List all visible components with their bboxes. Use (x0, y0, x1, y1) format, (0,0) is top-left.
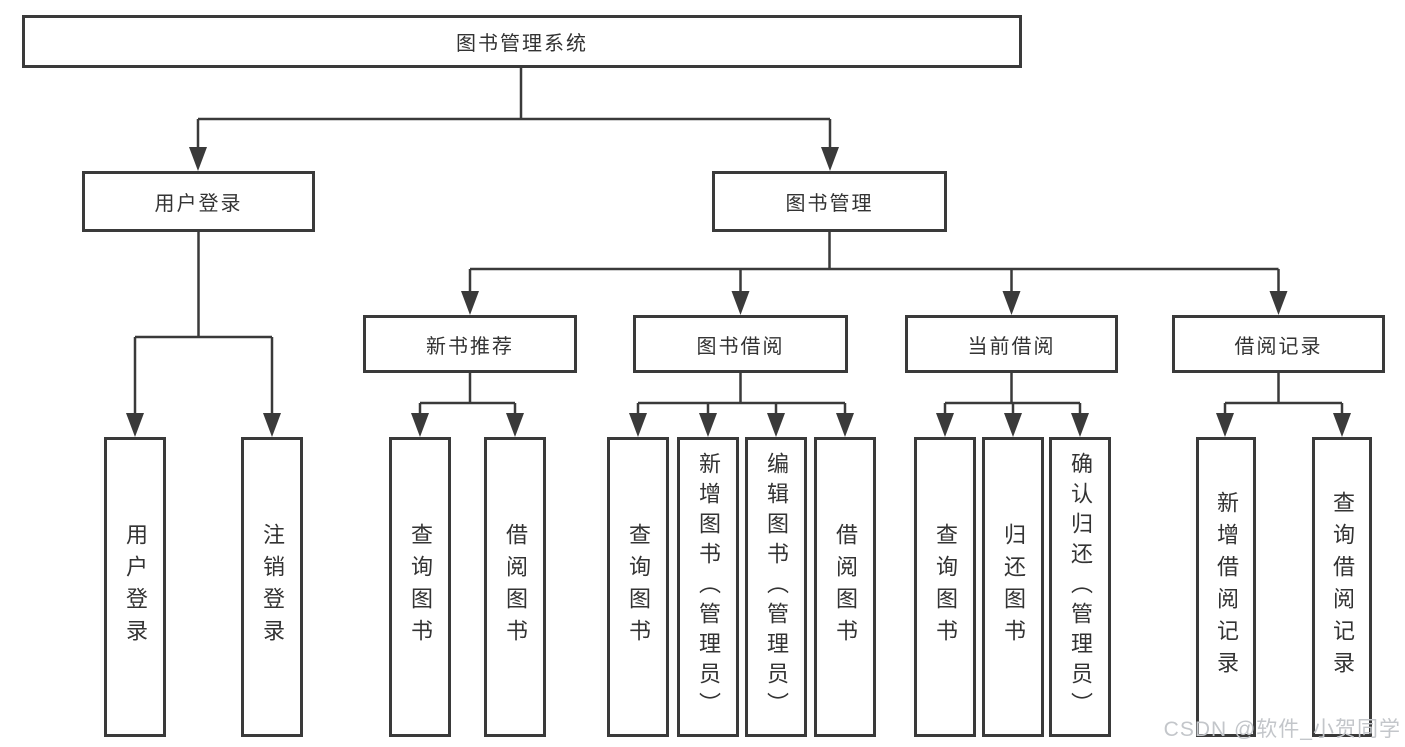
csdn-watermark: CSDN @软件_小贺同学 (1163, 718, 1401, 741)
node-user-login: 用户登录 (82, 171, 315, 232)
leaf-query-book-rec-label: 查询图书 (408, 523, 433, 651)
node-borrow-records: 借阅记录 (1172, 315, 1385, 373)
leaf-query-book-current-label: 查询图书 (933, 523, 958, 651)
leaf-return-book-label: 归还图书 (1001, 523, 1026, 651)
leaf-query-book-borrow: 查询图书 (607, 437, 669, 737)
leaf-user-login: 用户登录 (104, 437, 166, 737)
leaf-add-borrow-record-label: 新增借阅记录 (1214, 491, 1239, 683)
node-root-label: 图书管理系统 (456, 33, 588, 55)
leaf-borrow-book-rec: 借阅图书 (484, 437, 546, 737)
node-book-mgmt: 图书管理 (712, 171, 947, 232)
leaf-borrow-book-borrow-label: 借阅图书 (833, 523, 858, 651)
leaf-query-book-current: 查询图书 (914, 437, 976, 737)
node-current-borrow: 当前借阅 (905, 315, 1118, 373)
node-user-login-label: 用户登录 (154, 193, 243, 215)
leaf-add-book-admin-label: 新增图书（管理员） (696, 452, 721, 722)
leaf-query-book-rec: 查询图书 (389, 437, 451, 737)
leaf-logout: 注销登录 (241, 437, 303, 737)
leaf-borrow-book-rec-label: 借阅图书 (503, 523, 528, 651)
node-book-borrow: 图书借阅 (633, 315, 848, 373)
leaf-return-book: 归还图书 (982, 437, 1044, 737)
leaf-edit-book-admin-label: 编辑图书（管理员） (764, 452, 789, 722)
node-new-book-rec-label: 新书推荐 (426, 335, 514, 358)
node-current-borrow-label: 当前借阅 (967, 335, 1056, 358)
node-book-mgmt-label: 图书管理 (785, 193, 874, 215)
leaf-add-book-admin: 新增图书（管理员） (677, 437, 739, 737)
leaf-logout-label: 注销登录 (260, 523, 285, 651)
leaf-borrow-book-borrow: 借阅图书 (814, 437, 876, 737)
node-borrow-records-label: 借阅记录 (1234, 335, 1323, 358)
leaf-user-login-label: 用户登录 (123, 523, 148, 651)
leaf-query-borrow-record-label: 查询借阅记录 (1330, 491, 1355, 683)
node-book-borrow-label: 图书借阅 (696, 335, 785, 358)
leaf-confirm-return-admin-label: 确认归还（管理员） (1068, 452, 1093, 722)
leaf-edit-book-admin: 编辑图书（管理员） (745, 437, 807, 737)
leaf-query-book-borrow-label: 查询图书 (626, 523, 651, 651)
node-new-book-rec: 新书推荐 (363, 315, 577, 373)
leaf-add-borrow-record: 新增借阅记录 (1196, 437, 1256, 737)
leaf-query-borrow-record: 查询借阅记录 (1312, 437, 1372, 737)
node-root: 图书管理系统 (22, 15, 1022, 68)
arrowheads (126, 147, 1351, 437)
leaf-confirm-return-admin: 确认归还（管理员） (1049, 437, 1111, 737)
